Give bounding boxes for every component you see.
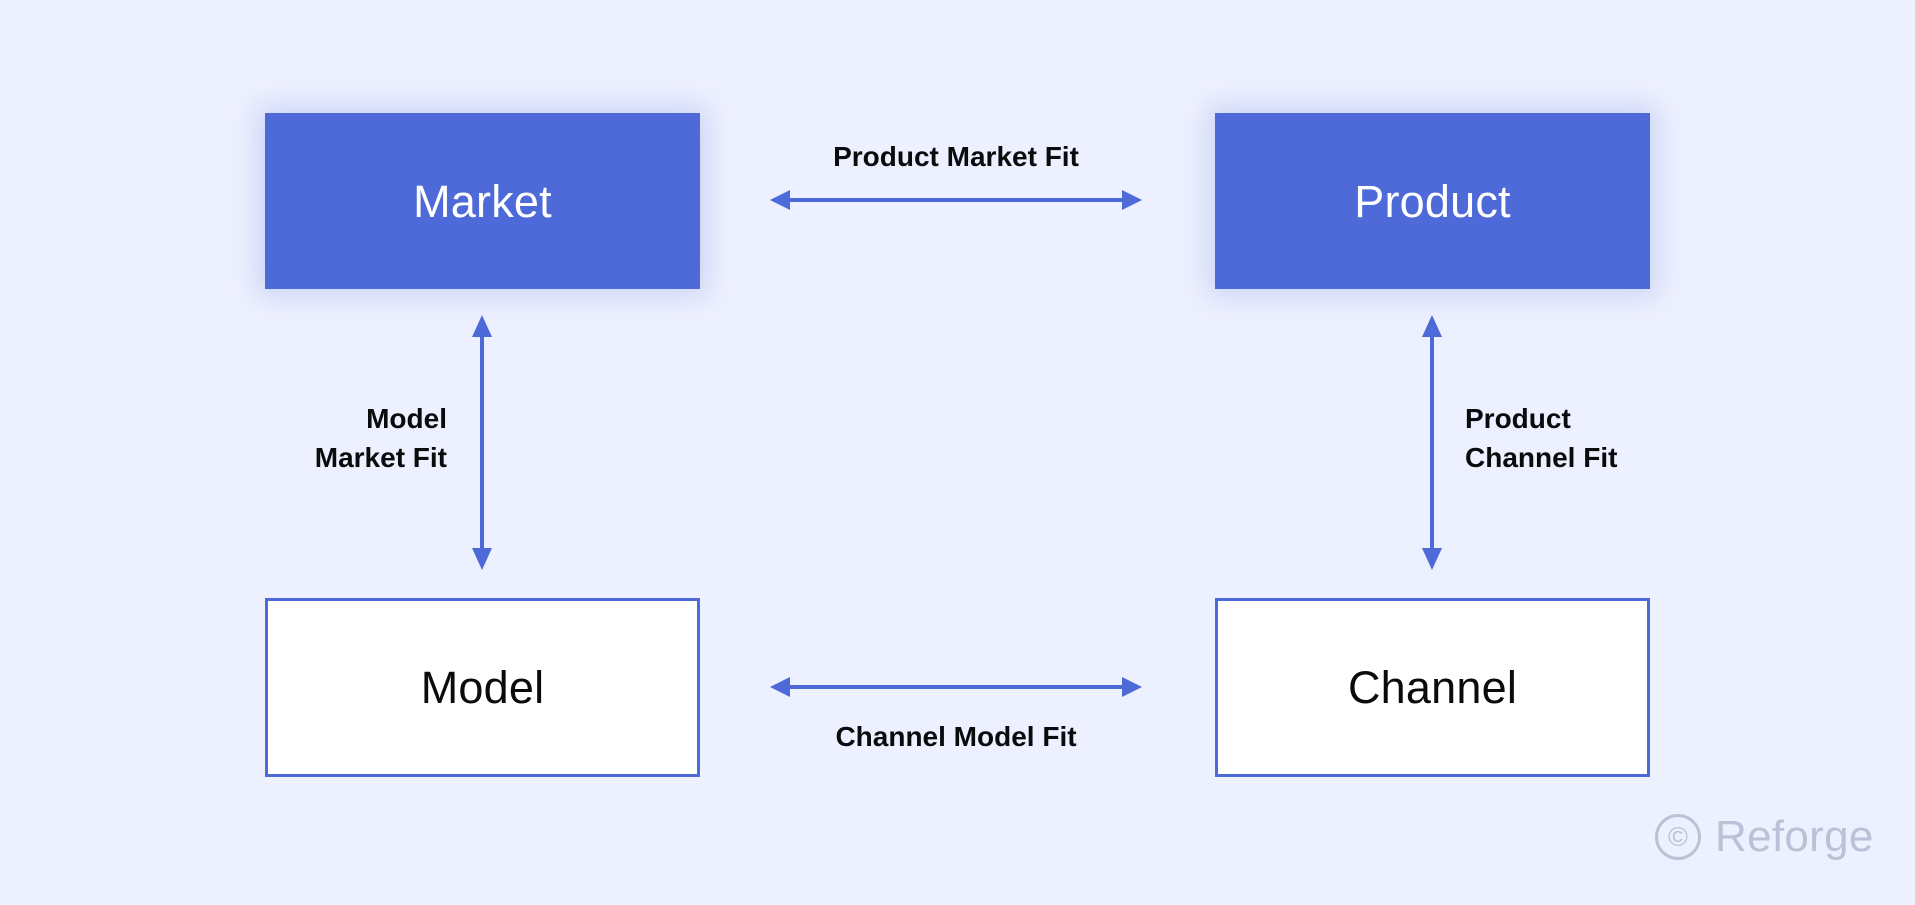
node-model-label: Model <box>420 662 545 713</box>
watermark: © Reforge <box>1655 812 1874 862</box>
node-channel-label: Channel <box>1347 662 1518 713</box>
edge-label-product-channel-fit: Product Channel Fit <box>1465 403 1618 473</box>
node-product-label: Product <box>1354 175 1511 227</box>
double-arrow-horizontal-icon-product-market-fit <box>770 188 1142 212</box>
watermark-brand-label: Reforge <box>1715 812 1874 861</box>
node-product[interactable]: Product <box>1215 113 1650 289</box>
edge-label-model-market-fit: Model Market Fit <box>314 403 447 473</box>
node-model[interactable]: Model <box>265 598 700 777</box>
double-arrow-vertical-icon-model-market-fit <box>470 315 494 570</box>
double-arrow-vertical-icon-product-channel-fit <box>1420 315 1444 570</box>
copyright-icon: © <box>1655 814 1701 860</box>
node-market[interactable]: Market <box>265 113 700 289</box>
node-market-label: Market <box>413 175 552 227</box>
edge-label-product-market-fit: Product Market Fit <box>833 141 1079 172</box>
edge-label-channel-model-fit: Channel Model Fit <box>835 721 1077 752</box>
node-channel[interactable]: Channel <box>1215 598 1650 777</box>
double-arrow-horizontal-icon-channel-model-fit <box>770 675 1142 699</box>
